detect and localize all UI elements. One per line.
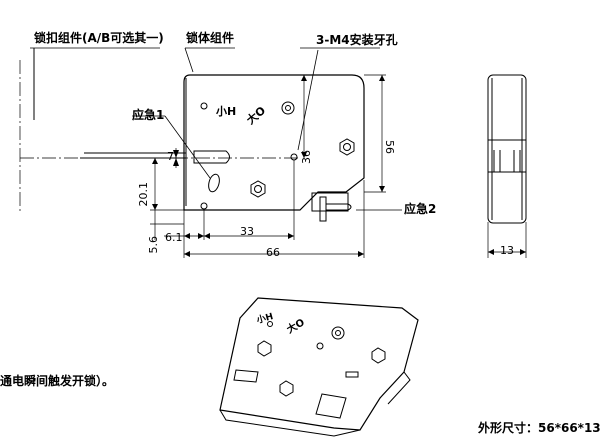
- dim-66: 66: [266, 246, 280, 259]
- emergency-2-label: 应急2: [404, 202, 437, 216]
- dim-13: 13: [500, 244, 514, 257]
- dim-33: 33: [240, 225, 254, 238]
- note-text: 通电瞬间触发开锁）。: [0, 374, 115, 388]
- dim-6-1: 6.1: [165, 231, 183, 244]
- face-mark-left: 小H: [216, 105, 237, 118]
- outline-size-label: 外形尺寸：56*66*13: [478, 421, 600, 435]
- dim-56: 56: [383, 140, 396, 154]
- side-view: [487, 74, 527, 224]
- dim-7: 7: [167, 150, 174, 163]
- leader-lines: [30, 47, 402, 211]
- dimension-arrows: [152, 75, 526, 257]
- dim-36: 36: [300, 150, 313, 164]
- isometric-view: [219, 297, 419, 437]
- lock-body-label: 锁体组件: [186, 31, 235, 45]
- dimension-lines: [150, 74, 527, 258]
- dim-5-6: 5.6: [147, 236, 160, 254]
- latch-assembly-label: 锁扣组件(A/B可选其一): [34, 31, 164, 45]
- emergency-1-label: 应急1: [132, 108, 165, 122]
- front-view-lock-body: [19, 48, 365, 222]
- mount-holes-label: 3-M4安装牙孔: [316, 33, 398, 47]
- dim-20-1: 20.1: [137, 182, 150, 207]
